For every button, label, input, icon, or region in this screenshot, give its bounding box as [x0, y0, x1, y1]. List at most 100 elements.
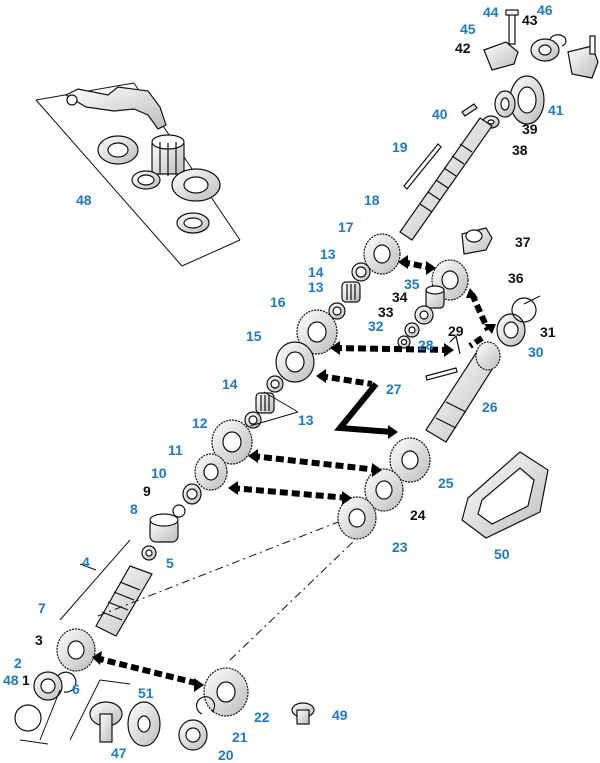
callout-24: 24: [410, 507, 426, 523]
callout-4: 4: [82, 554, 90, 570]
washer-33-icon: [404, 322, 420, 338]
gear-17-icon: [363, 233, 401, 275]
flange-51-icon: [127, 701, 161, 747]
callout-18: 18: [364, 192, 380, 208]
callout-43: 43: [522, 12, 538, 28]
callout-13-lower: 13: [298, 412, 314, 428]
callout-3: 3: [35, 632, 43, 648]
callout-45: 45: [460, 21, 476, 37]
ring-10-icon: [182, 483, 202, 505]
callout-30: 30: [528, 344, 544, 360]
arrowheads: [92, 255, 496, 692]
washer-13d-icon: [244, 411, 262, 429]
gear-24-icon: [364, 468, 404, 512]
snap-ring-21-icon: [195, 696, 216, 715]
gear-23-icon: [337, 496, 377, 540]
callout-35: 35: [404, 276, 420, 292]
washer-13c-icon: [266, 375, 284, 393]
gasket-50-icon: [461, 451, 549, 539]
gear-12-icon: [211, 419, 253, 465]
mainshaft-18-icon: [399, 117, 493, 241]
callout-36: 36: [508, 270, 524, 286]
callout-labels: 3 2 48 1 6 7 4 5 8 9 10 11 12 13 14 15 1…: [3, 2, 564, 763]
washer-34-icon: [414, 305, 434, 325]
callout-38: 38: [512, 142, 528, 158]
gear-35-icon: [425, 285, 445, 309]
bolt-44-icon: [505, 9, 519, 45]
callout-49: 49: [332, 707, 348, 723]
retainer-right-icon: [567, 35, 599, 79]
gear-11-icon: [194, 453, 228, 491]
bearing-20-icon: [178, 719, 208, 751]
callout-21: 21: [232, 729, 248, 745]
shift-fork-icon: [64, 86, 167, 130]
ring-5-icon: [141, 545, 157, 561]
callout-15: 15: [246, 328, 262, 344]
washer-13a-icon: [351, 262, 371, 282]
gear-25-icon: [389, 437, 431, 483]
callout-5: 5: [166, 555, 174, 571]
snap-ring-6-icon: [57, 671, 77, 693]
callout-23: 23: [392, 539, 408, 555]
callout-9: 9: [143, 483, 151, 499]
callout-12: 12: [192, 415, 208, 431]
kit-ring-icon: [131, 170, 161, 190]
callout-50: 50: [494, 546, 510, 562]
callout-17: 17: [338, 219, 354, 235]
snap-ring-1-icon: [14, 704, 42, 732]
callout-31: 31: [540, 324, 556, 340]
callout-29: 29: [448, 323, 464, 339]
callout-1: 1: [22, 672, 30, 688]
callout-14-upper: 14: [308, 264, 324, 280]
countershaft-26-icon: [425, 341, 501, 443]
callout-46: 46: [537, 2, 553, 18]
needle-bearing-14a-icon: [341, 281, 361, 303]
key-19-icon: [403, 143, 442, 190]
callout-51: 51: [138, 685, 154, 701]
callout-27: 27: [386, 381, 402, 397]
kit-synchro-hub-icon: [151, 134, 185, 176]
callout-26: 26: [482, 399, 498, 415]
key-40-icon: [461, 103, 478, 117]
clip-46-icon: [549, 34, 567, 47]
retainer-42-icon: [483, 41, 519, 71]
callout-47: 47: [111, 745, 127, 761]
callout-25: 25: [438, 475, 454, 491]
snap-ring-31-icon: [511, 297, 537, 323]
cover-47-icon: [89, 701, 123, 743]
callout-16: 16: [270, 294, 286, 310]
callout-40: 40: [432, 106, 448, 122]
gear-7-icon: [56, 628, 96, 672]
callout-41: 41: [548, 102, 564, 118]
snap-ring-9-icon: [172, 504, 186, 518]
pin-27-icon: [425, 367, 458, 381]
callout-7: 7: [38, 600, 46, 616]
callout-13-mid: 13: [308, 279, 324, 295]
washer-13b-icon: [328, 302, 346, 320]
leader-lines: [19, 295, 541, 745]
bearing-race-39-icon: [494, 90, 516, 118]
callout-48-top: 48: [76, 192, 92, 208]
callout-37: 37: [515, 234, 531, 250]
callout-42: 42: [455, 40, 471, 56]
callout-20: 20: [218, 747, 234, 763]
gear-8-icon: [149, 513, 179, 543]
key-29-icon: [449, 334, 461, 355]
callout-13-upper: 13: [320, 246, 336, 262]
callout-8: 8: [130, 501, 138, 517]
callout-33: 33: [378, 304, 394, 320]
callout-6: 6: [72, 681, 80, 697]
callout-14-lower: 14: [222, 376, 238, 392]
callout-28: 28: [418, 337, 434, 353]
callout-10: 10: [151, 465, 167, 481]
callout-39: 39: [522, 121, 538, 137]
callout-19: 19: [392, 139, 408, 155]
power-flow-arrows: [95, 259, 491, 687]
callout-34: 34: [392, 289, 408, 305]
gear-15-icon: [275, 341, 315, 383]
callout-48-bottom: 48: [3, 672, 19, 688]
bearing-41-icon: [509, 75, 545, 125]
callout-32: 32: [368, 318, 384, 334]
